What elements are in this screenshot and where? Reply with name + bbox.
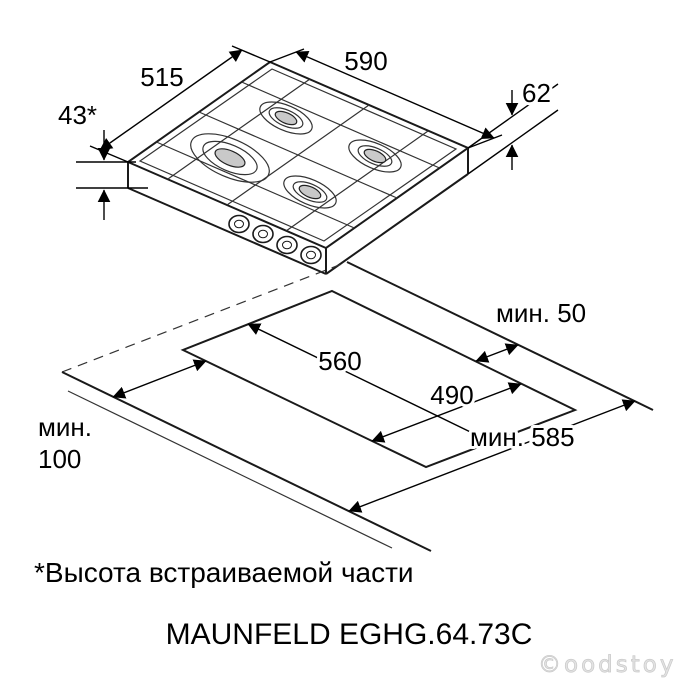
dim-label-side-height: 62 (522, 78, 551, 108)
hob-body-edges (127, 148, 469, 275)
dim-label-width: 590 (344, 46, 387, 76)
burner-ring-icon (348, 139, 402, 173)
dimension-min-50: мин. 50 (475, 295, 589, 363)
dim-label-cutout-depth: 490 (430, 380, 473, 410)
burner-cap-icon (363, 148, 387, 164)
dim-line (99, 49, 243, 151)
knob-icon (276, 235, 298, 255)
dim-line (348, 399, 636, 513)
dim-line (475, 343, 519, 363)
control-knobs (228, 214, 322, 265)
burner-ring-icon (283, 175, 337, 209)
burner-front-right (283, 175, 337, 209)
burner-back-left (259, 101, 313, 135)
burner-back-right (348, 139, 402, 173)
dim-label-min-front-word: мин. (38, 412, 92, 442)
pan-support-grid (156, 78, 440, 232)
knob-icon (252, 224, 274, 244)
dimension-min-585: мин. 585 (348, 399, 636, 513)
reference-ticks (76, 161, 148, 189)
dim-label-min-front-value: 100 (38, 444, 81, 474)
dim-label-depth: 515 (140, 62, 183, 92)
dim-label-cutout-width: 560 (318, 346, 361, 376)
dimension-515: 515 (89, 45, 271, 163)
hob-drawing (125, 60, 471, 275)
dimension-min-100: мин. 100 (35, 359, 207, 477)
reference-lines (467, 83, 559, 175)
worktop-front-edge (61, 371, 432, 552)
knob-icon (300, 245, 322, 265)
burner-cap-icon (214, 148, 246, 168)
worktop-thickness-edge (67, 390, 393, 549)
dim-label-min-worktop-depth: мин. 585 (470, 422, 575, 452)
burner-cap-icon (274, 110, 298, 126)
dimension-62: 62 (467, 75, 559, 175)
footnote-text: *Высота встраиваемой части (34, 557, 414, 588)
dim-label-min-back: мин. 50 (496, 298, 586, 328)
burner-front-left-large (190, 133, 270, 183)
burner-cap-icon (298, 184, 322, 200)
burner-ring-icon (292, 181, 328, 203)
worktop-back-edge (346, 261, 654, 411)
dimension-590: 590 (269, 43, 503, 149)
knob-icon (228, 214, 250, 234)
watermark-text: ©oodstoy (538, 652, 676, 678)
dim-line (112, 359, 207, 399)
model-text: MAUNFELD EGHG.64.73C (166, 618, 533, 651)
dimension-560: 560 (247, 323, 492, 443)
dashed-projection-edge (61, 261, 348, 373)
dimension-43: 43* (55, 97, 148, 220)
dim-label-builtin-height: 43* (58, 100, 97, 130)
burner-ring-icon (357, 145, 393, 167)
dim-line (295, 50, 495, 140)
